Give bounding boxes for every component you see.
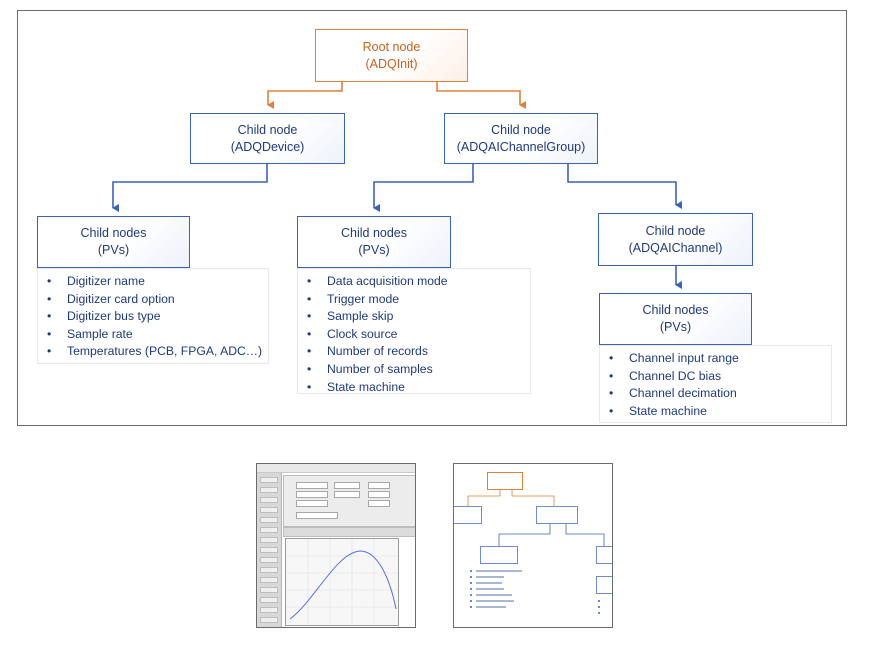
mini-channel-pvs-node [596,576,612,594]
mini-device-node [454,506,482,524]
list-item: Clock source [298,326,530,344]
list-item: Digitizer name [38,273,268,291]
gui-thumbnail-plot [285,538,399,626]
gui-thumbnail-settings-panel [283,475,415,527]
connector-root-device [267,82,343,109]
root-node-subtitle: (ADQInit) [365,56,418,71]
channel-pvs-node: Child nodes (PVs) [599,293,752,345]
list-item: Number of samples [298,361,530,379]
list-item: Temperatures (PCB, FPGA, ADC…) [38,343,268,361]
gui-thumbnail-titlebar [257,464,415,473]
list-item: Sample skip [298,308,530,326]
connector-group-channel [567,164,682,209]
device-pvs-node: Child nodes (PVs) [37,216,190,268]
list-item: Trigger mode [298,291,530,309]
group-pvs-node: Child nodes (PVs) [297,216,451,268]
group-node: Child node (ADQAIChannelGroup) [444,113,598,164]
mini-connectors [467,490,605,546]
device-pvs-title: Child nodes [80,226,147,240]
device-node-title: Child node [237,122,298,137]
list-item: Digitizer bus type [38,308,268,326]
gui-thumbnail-sidebar [257,473,282,627]
device-node-subtitle: (ADQDevice) [230,139,305,154]
connector-device-pvs [112,164,268,212]
connector-group-pvs [373,164,474,212]
group-node-subtitle: (ADQAIChannelGroup) [456,139,586,154]
gui-thumbnail-toolbar [283,527,415,537]
root-node: Root node (ADQInit) [315,29,468,82]
diagram-thumbnail[interactable] [453,463,613,628]
mini-channel-node [596,546,612,564]
device-pvs-list: Digitizer name Digitizer card option Dig… [37,268,269,364]
list-item: Digitizer card option [38,291,268,309]
list-item: Number of records [298,343,530,361]
gui-thumbnail[interactable] [256,463,416,628]
channel-pvs-title: Child nodes [642,303,709,317]
list-item: State machine [298,379,530,397]
list-item: Channel input range [600,350,831,368]
group-pvs-list: Data acquisition mode Trigger mode Sampl… [297,268,531,397]
channel-node-subtitle: (ADQAIChannel) [628,240,723,255]
mini-pvs-node [480,546,518,564]
gui-thumbnail-waveform [286,539,398,625]
channel-node: Child node (ADQAIChannel) [598,213,753,266]
group-pvs-subtitle: (PVs) [358,243,390,257]
channel-pvs-list: Channel input range Channel DC bias Chan… [599,345,832,423]
mini-group-node [536,506,578,524]
list-item: State machine [600,403,831,421]
group-pvs-title: Child nodes [340,226,407,240]
group-node-title: Child node [491,122,551,137]
list-item: Channel DC bias [600,368,831,386]
root-node-title: Root node [362,39,421,54]
mini-root-node [487,472,523,490]
connector-root-group [436,82,526,109]
device-pvs-subtitle: (PVs) [97,243,130,257]
channel-node-title: Child node [645,223,706,238]
channel-pvs-subtitle: (PVs) [659,320,692,334]
device-node: Child node (ADQDevice) [190,113,345,164]
list-item: Data acquisition mode [298,273,530,291]
list-item: Channel decimation [600,385,831,403]
list-item: Sample rate [38,326,268,344]
